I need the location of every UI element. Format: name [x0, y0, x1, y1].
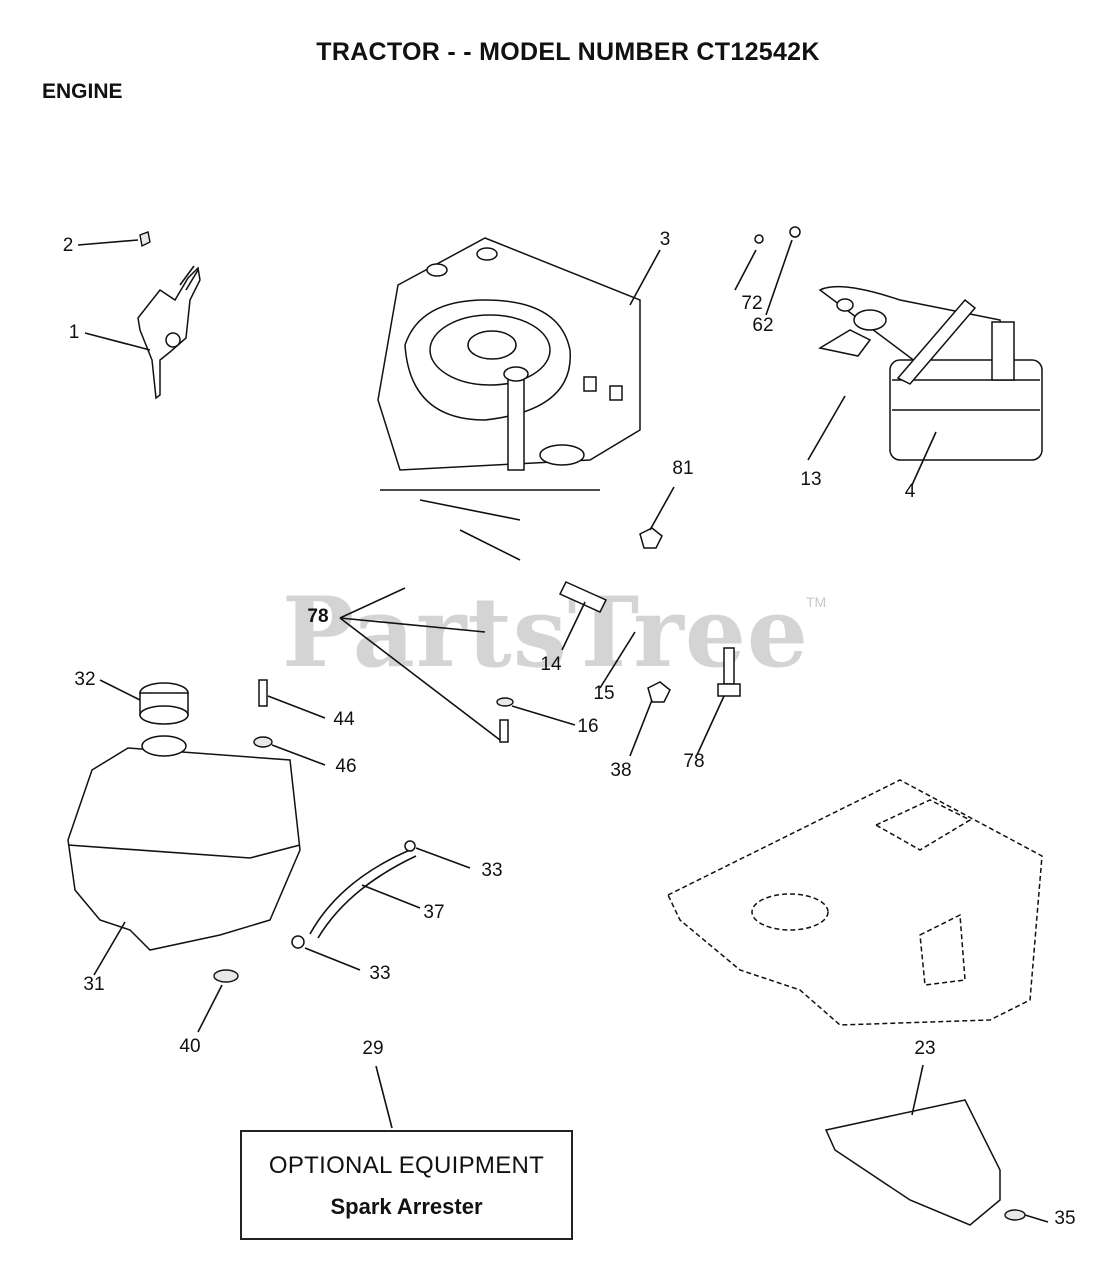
section-label: ENGINE: [42, 80, 123, 103]
engine-hardware-part: [339, 486, 741, 757]
callout-23: 23: [914, 1038, 936, 1059]
optional-equipment-box: OPTIONAL EQUIPMENT Spark Arrester: [240, 1130, 573, 1240]
page-title: TRACTOR - - MODEL NUMBER CT12542K: [316, 38, 820, 66]
callout-16: 16: [577, 716, 599, 737]
fuel-tank-part: [67, 679, 471, 1033]
engine-part: [377, 237, 661, 561]
callout-3: 3: [659, 229, 671, 250]
callout-35: 35: [1054, 1208, 1076, 1229]
callout-1: 1: [68, 322, 80, 343]
watermark: PartsTree: [282, 576, 809, 689]
mounting-plate-part: [667, 779, 1049, 1226]
callout-29: 29: [362, 1038, 384, 1059]
callout-46: 46: [335, 756, 357, 777]
callout-37: 37: [423, 902, 445, 923]
callout-13: 13: [800, 469, 822, 490]
callout-14: 14: [540, 654, 562, 675]
callout-78-group: 78: [307, 606, 329, 627]
throttle-control-part: [77, 231, 201, 400]
optional-equipment-item: Spark Arrester: [330, 1194, 483, 1219]
optional-equipment-leader: [375, 1065, 393, 1129]
callout-2: 2: [62, 235, 74, 256]
callout-72: 72: [741, 293, 763, 314]
optional-equipment-title: OPTIONAL EQUIPMENT: [268, 1152, 545, 1179]
muffler-part: [734, 226, 1043, 486]
callout-15: 15: [593, 683, 615, 704]
callout-78: 78: [683, 751, 705, 772]
callout-31: 31: [83, 974, 105, 995]
callout-32: 32: [74, 669, 96, 690]
callout-40: 40: [179, 1036, 201, 1057]
watermark-trademark: TM: [806, 594, 827, 610]
callout-44: 44: [333, 709, 355, 730]
callout-62: 62: [752, 315, 774, 336]
callout-4: 4: [904, 481, 916, 502]
callout-38: 38: [610, 760, 632, 781]
callout-33-lower: 33: [369, 963, 391, 984]
callout-81: 81: [672, 458, 694, 479]
callout-33-upper: 33: [481, 860, 503, 881]
